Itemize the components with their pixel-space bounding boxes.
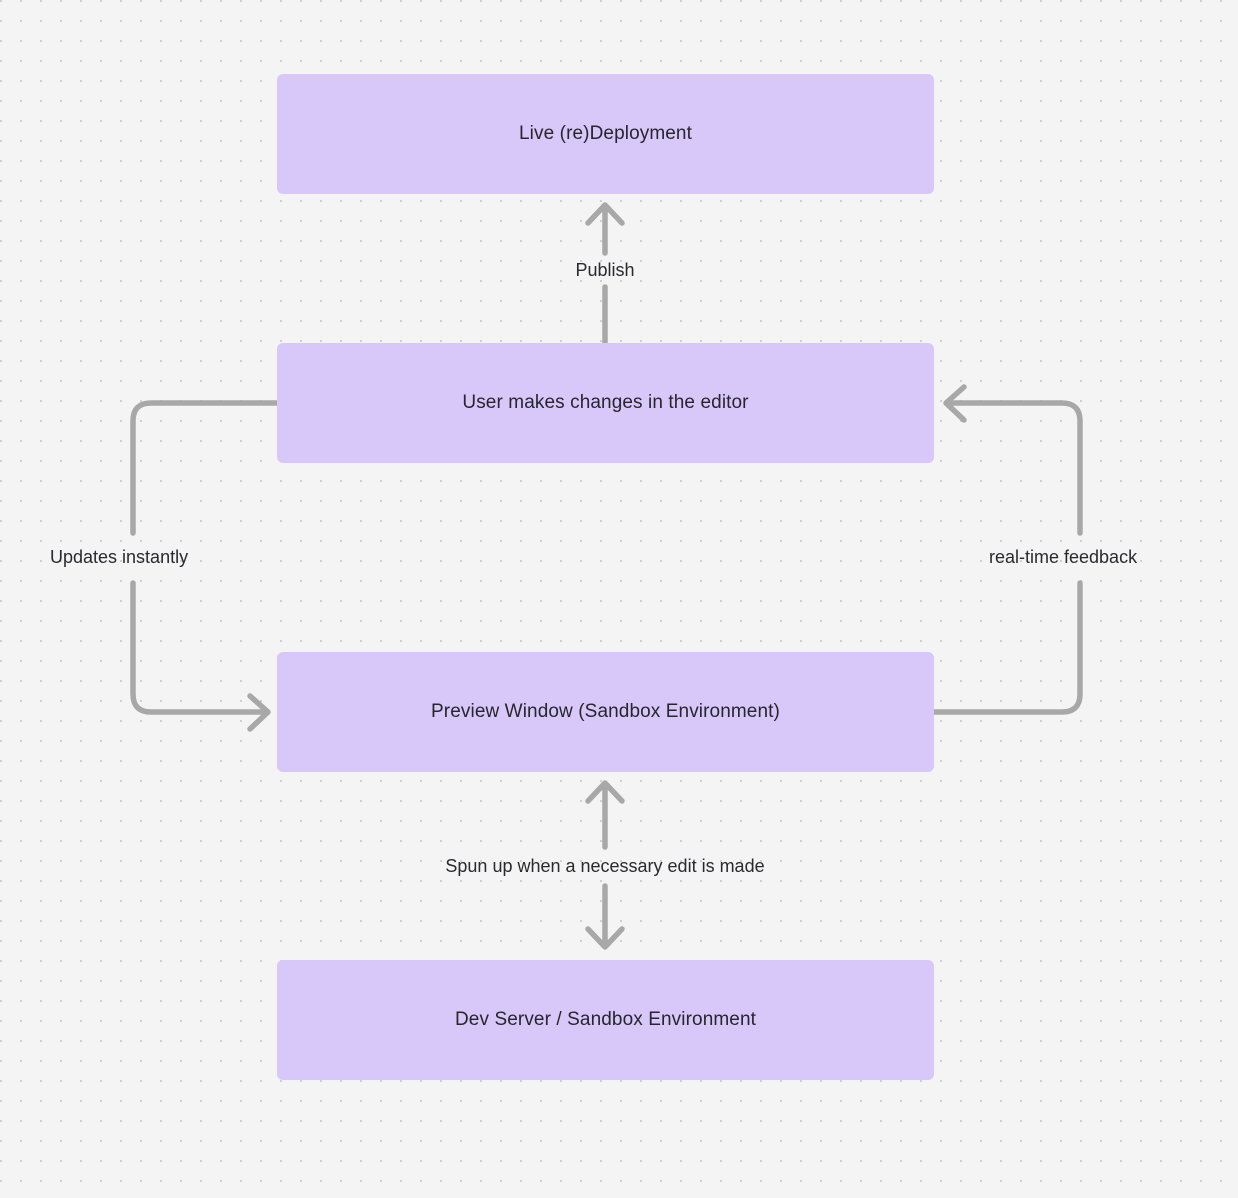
node-user-makes-changes[interactable]: User makes changes in the editor xyxy=(277,343,934,463)
node-dev-server[interactable]: Dev Server / Sandbox Environment xyxy=(277,960,934,1080)
edge-label-real-time-feedback: real-time feedback xyxy=(989,547,1138,567)
node-label: Preview Window (Sandbox Environment) xyxy=(431,700,780,722)
node-label: Live (re)Deployment xyxy=(519,122,692,144)
edge-label-updates-instantly: Updates instantly xyxy=(50,547,189,567)
edge-label-publish: Publish xyxy=(575,260,635,280)
edge-label-spun-up: Spun up when a necessary edit is made xyxy=(445,856,765,876)
node-label: User makes changes in the editor xyxy=(462,391,749,413)
node-live-redeployment[interactable]: Live (re)Deployment xyxy=(277,74,934,194)
node-label: Dev Server / Sandbox Environment xyxy=(454,1008,756,1030)
node-preview-window[interactable]: Preview Window (Sandbox Environment) xyxy=(277,652,934,772)
